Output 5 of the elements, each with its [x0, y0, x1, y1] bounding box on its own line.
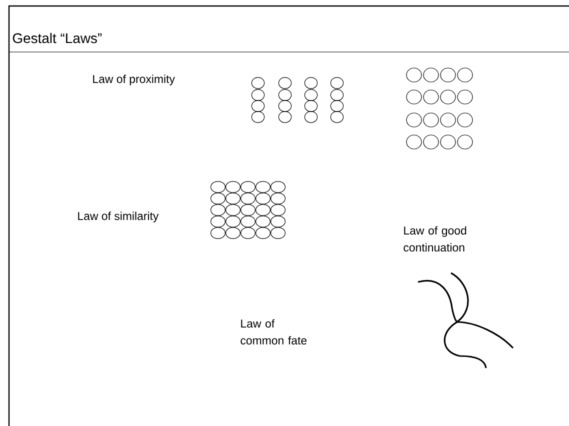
slide-title: Gestalt “Laws”	[12, 32, 102, 44]
law-label: Law of proximity	[93, 74, 175, 86]
law-label: Law of good continuation	[404, 226, 466, 252]
law-label: Law of common fate	[240, 319, 307, 345]
law-label: Law of similarity	[78, 212, 159, 222]
